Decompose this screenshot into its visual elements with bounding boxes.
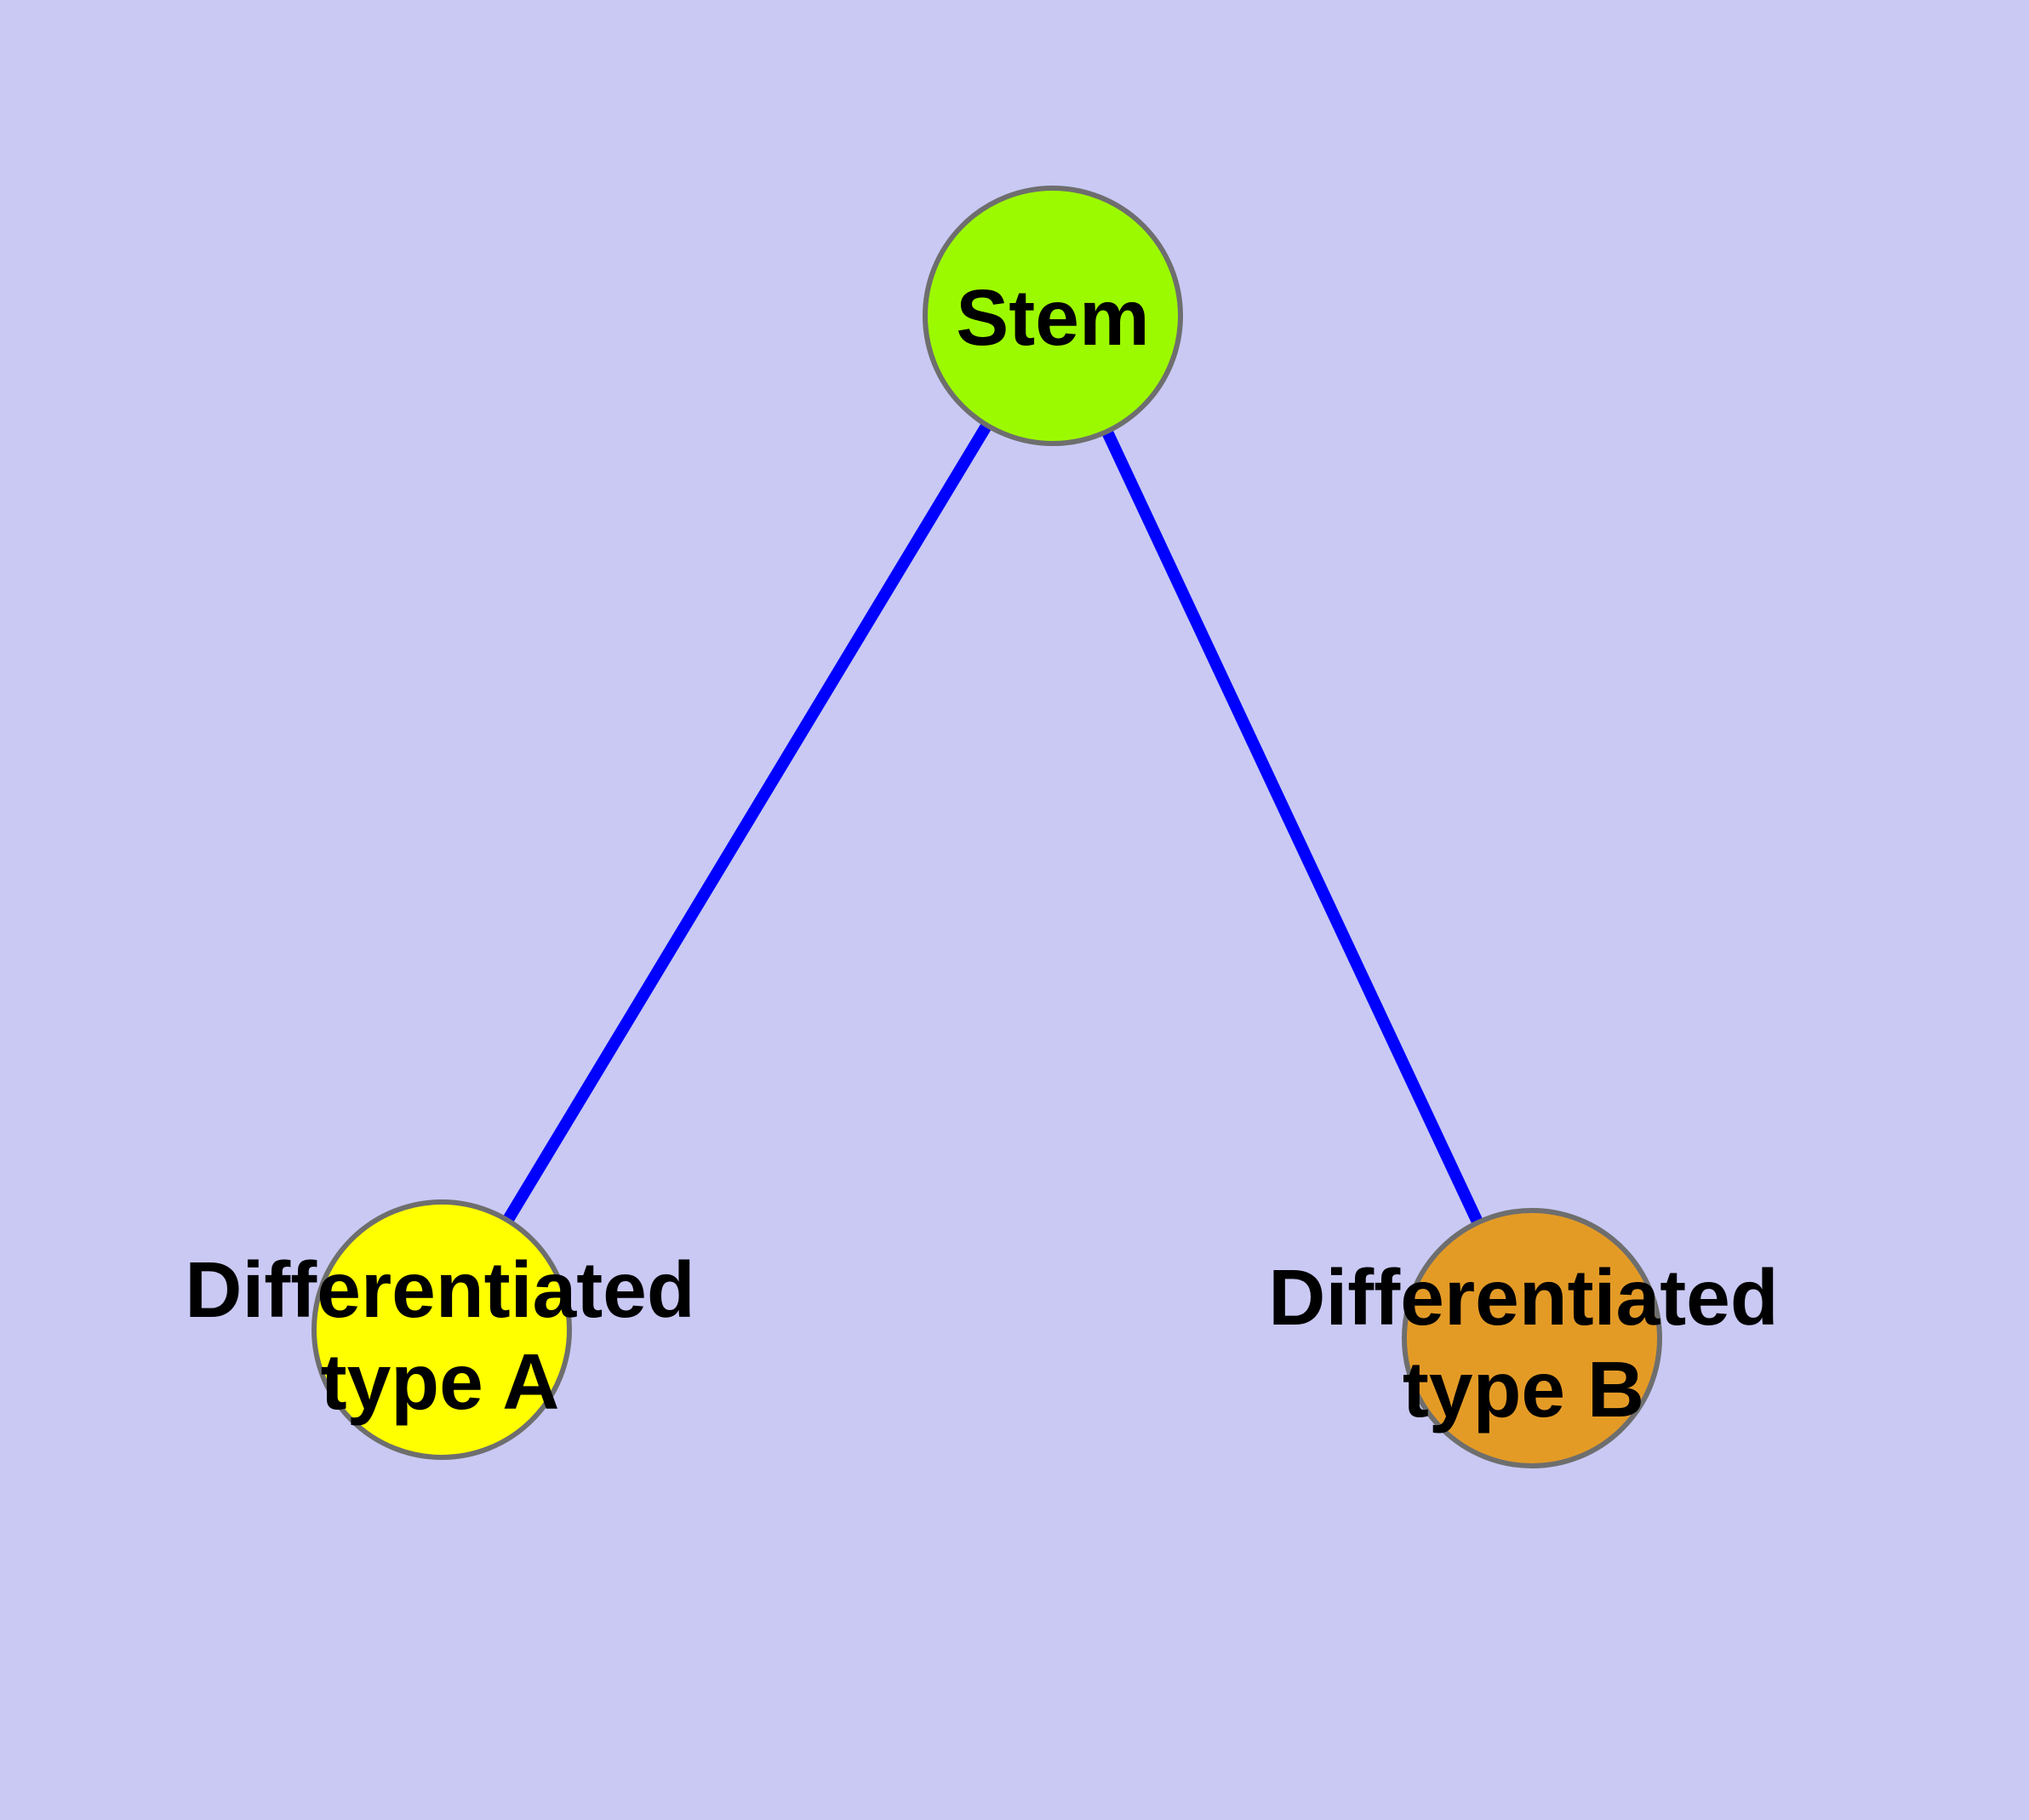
node-type-b-label-line-2: type B xyxy=(1403,1345,1644,1434)
node-stem xyxy=(923,186,1183,446)
node-type-b-label-line-1: Differentiated xyxy=(1268,1253,1778,1342)
node-type-a-label-line-2: type A xyxy=(321,1337,560,1426)
node-stem-label: Stem xyxy=(956,273,1149,362)
node-differentiated-type-b xyxy=(1402,1208,1662,1468)
node-type-a-label-line-1: Differentiated xyxy=(185,1245,694,1334)
edge-stem-to-type-a xyxy=(437,312,1058,1333)
node-differentiated-type-a xyxy=(311,1199,572,1460)
edge-stem-to-type-b xyxy=(1047,313,1538,1341)
